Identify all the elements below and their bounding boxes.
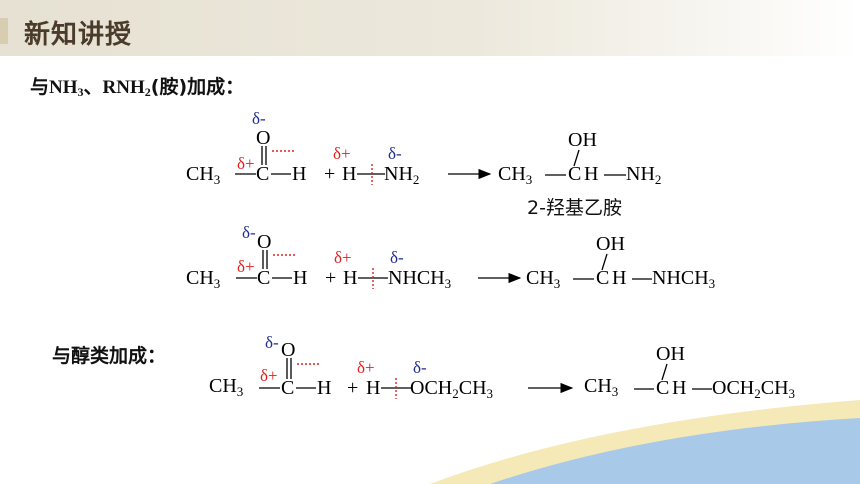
ch3-group: CH3 <box>498 163 533 187</box>
hydroxyl-group: OH <box>656 343 685 365</box>
plus-sign: + <box>325 267 337 289</box>
delta-minus-label: δ- <box>252 109 266 128</box>
hydrogen-atom: H <box>293 267 308 289</box>
carbon-atom: C <box>281 377 295 399</box>
product-tail-group: NHCH3 <box>652 267 716 291</box>
carbon-atom: C <box>596 267 610 289</box>
ch3-group: CH3 <box>186 267 221 291</box>
oxygen-atom: O <box>256 127 271 149</box>
oxygen-atom: O <box>281 339 296 361</box>
page-title: 新知讲授 <box>24 20 133 50</box>
delta-plus-label: δ+ <box>357 358 375 377</box>
delta-plus-label: δ+ <box>237 257 255 276</box>
product-tail-group: NH2 <box>626 163 662 187</box>
header-accent <box>0 18 8 44</box>
ch3-group: CH3 <box>526 267 561 291</box>
carbon-atom: C <box>256 163 270 185</box>
delta-minus-label: δ- <box>265 333 279 352</box>
hydrogen-atom: H <box>343 267 358 289</box>
delta-plus-label: δ+ <box>260 366 278 385</box>
hydrogen-atom: H <box>584 163 599 185</box>
hydroxyl-group: OH <box>596 233 625 255</box>
delta-plus-label: δ+ <box>333 144 351 163</box>
delta-minus-label: δ- <box>390 248 404 267</box>
header-bar <box>0 0 860 56</box>
plus-sign: + <box>347 377 359 399</box>
delta-plus-label: δ+ <box>237 154 255 173</box>
ch3-group: CH3 <box>186 163 221 187</box>
oxygen-atom: O <box>257 231 272 253</box>
plus-sign: + <box>324 163 336 185</box>
delta-plus-label: δ+ <box>334 248 352 267</box>
hydrogen-atom: H <box>342 163 357 185</box>
ch3-group: CH3 <box>209 375 244 399</box>
hydrogen-atom: H <box>317 377 332 399</box>
carbon-atom: C <box>568 163 582 185</box>
reagent-group: OCH2CH3 <box>410 377 494 401</box>
reagent-group: NH2 <box>384 163 420 187</box>
delta-minus-label: δ- <box>413 358 427 377</box>
ch3-group: CH3 <box>584 375 619 399</box>
section-heading-alcohol: 与醇类加成： <box>52 345 167 367</box>
hydrogen-atom: H <box>672 377 687 399</box>
hydroxyl-group: OH <box>568 129 597 151</box>
product-tail-group: OCH2CH3 <box>712 377 796 401</box>
hydrogen-atom: H <box>366 377 381 399</box>
hydrogen-atom: H <box>292 163 307 185</box>
delta-minus-label: δ- <box>388 144 402 163</box>
carbon-atom: C <box>656 377 670 399</box>
carbon-atom: C <box>257 267 271 289</box>
delta-minus-label: δ- <box>242 223 256 242</box>
section-heading-amine: 与NH3、RNH2(胺)加成： <box>30 76 245 99</box>
hydrogen-atom: H <box>612 267 627 289</box>
reagent-group: NHCH3 <box>388 267 452 291</box>
product-name: 2-羟基乙胺 <box>527 197 622 219</box>
